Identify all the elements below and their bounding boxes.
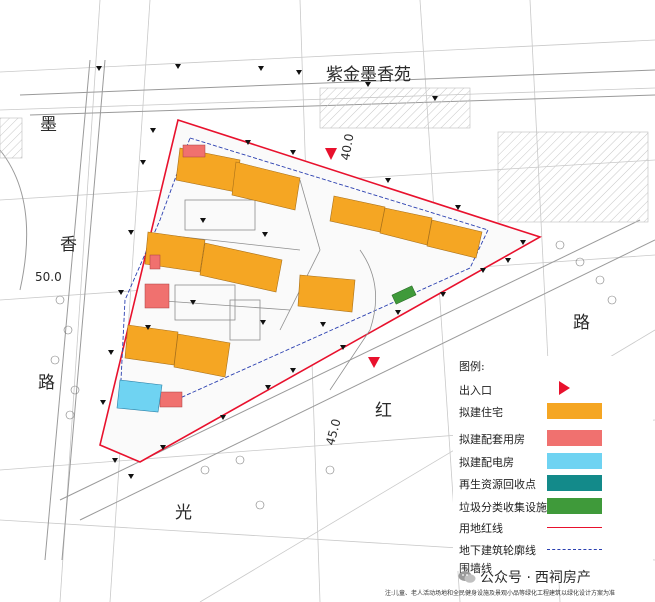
watermark-prefix: 公众号 · xyxy=(480,570,531,586)
legend-item-label: 拟建配电房 xyxy=(459,456,514,469)
road-label-north-1: 紫金墨香苑 xyxy=(326,60,411,85)
entrance-north xyxy=(325,148,337,160)
wechat-icon xyxy=(458,571,476,583)
garbage-facility xyxy=(391,285,417,305)
legend-item: 地下建筑轮廓线 xyxy=(459,538,649,560)
road-label-north-text: 紫金墨香苑 xyxy=(326,65,411,85)
neighbor-hatched-block-n xyxy=(319,87,471,129)
legend-item-label: 拟建配套用房 xyxy=(459,433,525,446)
legend-title: 图例: xyxy=(459,360,485,373)
entrance-markers xyxy=(325,148,380,368)
road-label-south-2: 光 xyxy=(175,503,192,523)
legend-item: 拟建配套用房 xyxy=(459,427,649,449)
watermark-name: 西祠房产 xyxy=(534,570,591,586)
legend-item-label: 垃圾分类收集设施 xyxy=(459,501,547,514)
basement-outline xyxy=(119,137,489,401)
road-label-west-1: 墨 xyxy=(40,115,57,135)
legend-item: 拟建住宅 xyxy=(459,400,649,422)
legend-item-label: 用地红线 xyxy=(459,522,503,535)
legend-swatch xyxy=(547,403,602,419)
power-room xyxy=(116,379,163,413)
support-facilities xyxy=(144,144,206,408)
legend-item: 用地红线 xyxy=(459,516,649,538)
footnote: 注:儿童、老人活动场地和全民健身设施及景观小品等绿化工程建筑以绿化设计方案为准 xyxy=(385,590,616,597)
legend-item-label: 拟建住宅 xyxy=(459,406,503,419)
legend-line-dashed xyxy=(547,549,602,550)
elevation-markers xyxy=(96,64,526,479)
neighbor-hatched-block-w xyxy=(0,117,23,159)
road-label-east: 路 xyxy=(573,313,590,333)
neighbor-hatched-block-ne xyxy=(497,131,649,223)
legend-item-label: 地下建筑轮廓线 xyxy=(459,544,536,557)
legend-item-label: 出入口 xyxy=(459,384,492,397)
landscape-trees xyxy=(50,240,617,510)
road-label-west-3: 路 xyxy=(38,373,55,393)
legend-item: 再生资源回收点 xyxy=(459,472,649,494)
legend-line-solid xyxy=(547,527,602,528)
legend-item-label: 再生资源回收点 xyxy=(459,478,536,491)
entrance-south xyxy=(368,357,380,368)
legend-swatch xyxy=(547,475,602,491)
map-legend: 图例: 出入口拟建住宅拟建配套用房拟建配电房再生资源回收点垃圾分类收集设施用地红… xyxy=(453,356,653,575)
legend-item: 出入口 xyxy=(459,378,649,400)
road-width-west: 50.0 xyxy=(35,270,62,284)
road-label-south-1: 红 xyxy=(375,401,392,421)
road-label-west-2: 香 xyxy=(60,235,77,255)
legend-item: 拟建配电房 xyxy=(459,450,649,472)
legend-swatch xyxy=(547,498,602,514)
legend-swatch xyxy=(547,430,602,446)
legend-item: 垃圾分类收集设施 xyxy=(459,495,649,517)
watermark: 公众号 · 西祠房产 xyxy=(458,566,591,588)
entrance-triangle-icon xyxy=(559,381,570,395)
legend-swatch xyxy=(547,453,602,469)
